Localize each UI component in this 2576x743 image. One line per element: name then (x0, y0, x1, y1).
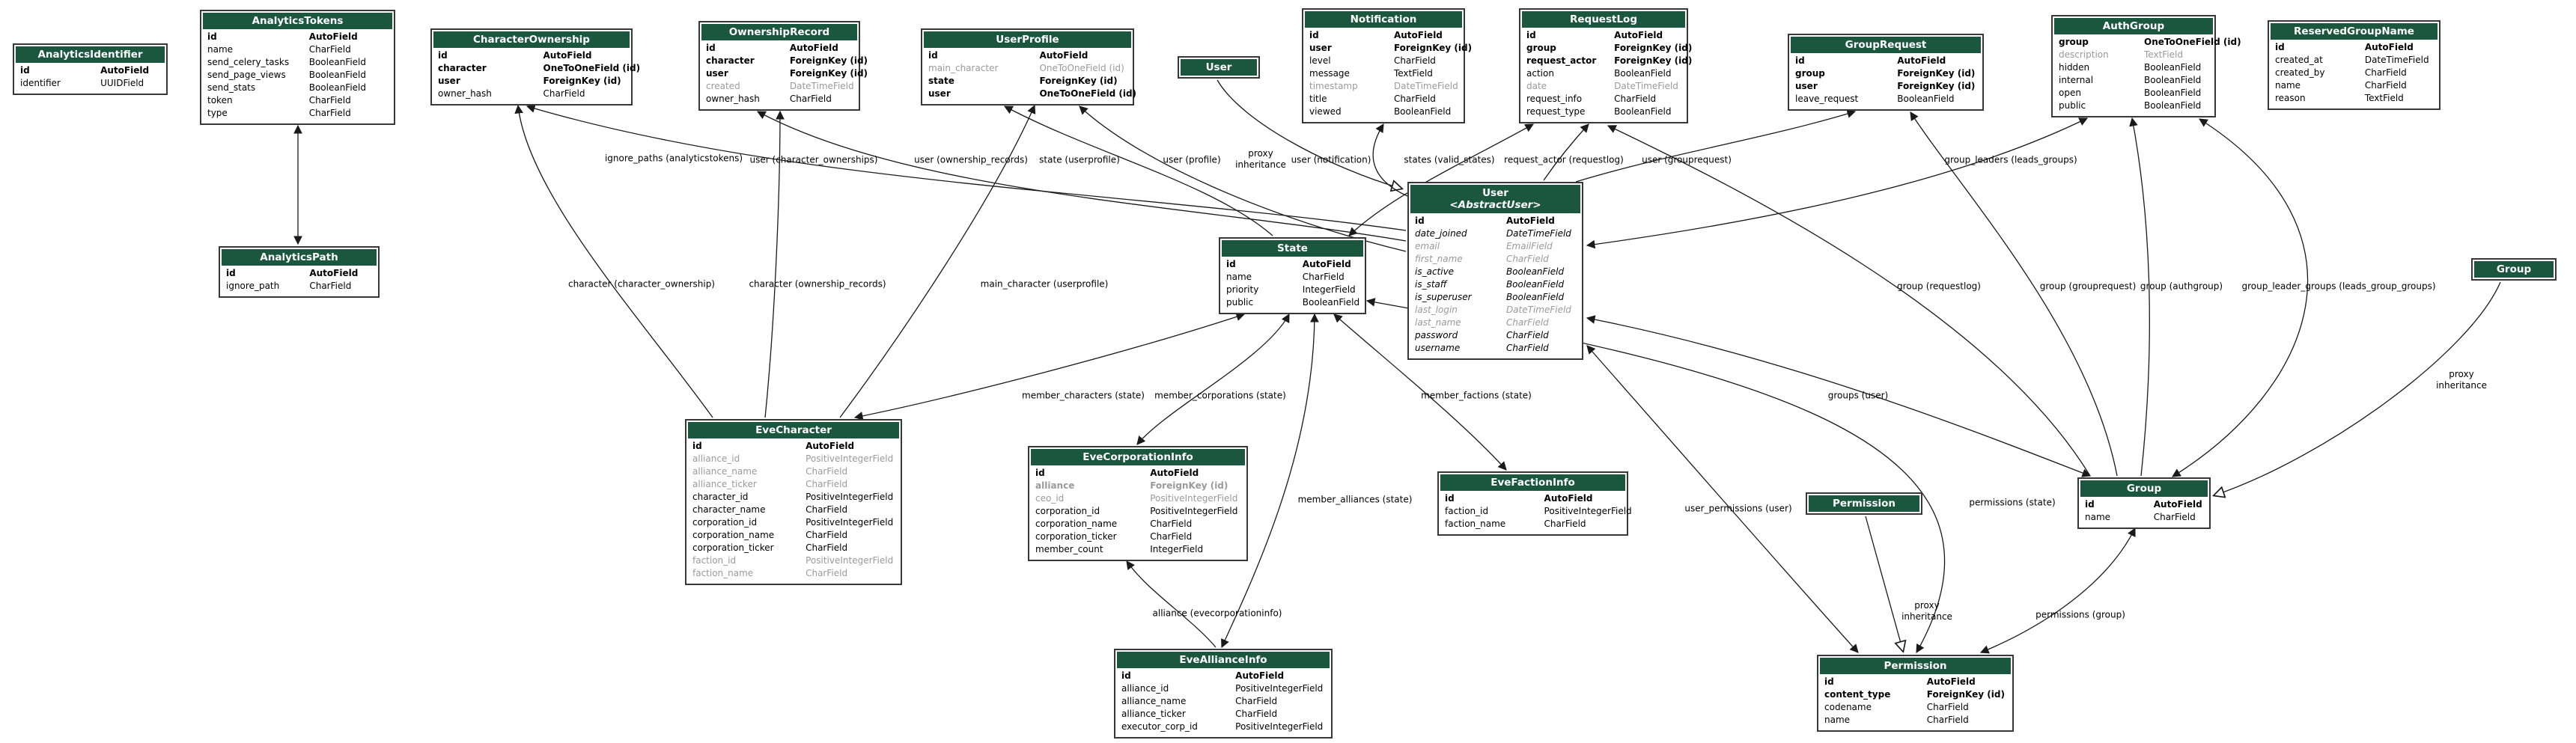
edge-user-grouprequest (1575, 109, 1857, 183)
edge-permissions-group (1979, 527, 2136, 654)
edge-character-character-ownership (514, 104, 713, 418)
edge-user-ownership-records (756, 111, 1407, 242)
edge-member-factions (1333, 314, 1507, 471)
edge-proxy-permission (1865, 516, 1903, 651)
edge-group-grouprequest (1910, 111, 2118, 477)
edge-group-requestlog (1607, 125, 2091, 477)
edge-group-leaders (1586, 117, 2089, 249)
edge-alliance-evecorporationinfo (1126, 560, 1217, 648)
edge-user-character-ownerships (526, 104, 1407, 231)
edge-member-alliances (1221, 313, 1319, 649)
edge-proxy-user (1217, 79, 1401, 189)
edge-member-corporations (1136, 313, 1290, 445)
edge-member-characters (853, 312, 1246, 421)
edge-character-ownership-records (764, 110, 785, 418)
edge-groups-user (1586, 315, 2092, 477)
edge-states-valid-states (1348, 123, 1535, 236)
edge-state-userprofile (1003, 106, 1273, 236)
edge-request-actor-requestlog (1543, 123, 1589, 181)
edge-user-permissions (1586, 345, 1859, 653)
edge-group-leader-groups (2172, 118, 2309, 477)
edge-proxy-group (2214, 281, 2501, 495)
edge-main-character-userprofile (839, 104, 1036, 418)
edge-permissions-state (1365, 298, 1946, 654)
edge-user-profile (1079, 106, 1407, 252)
edge-group-authgroup (2129, 117, 2150, 477)
